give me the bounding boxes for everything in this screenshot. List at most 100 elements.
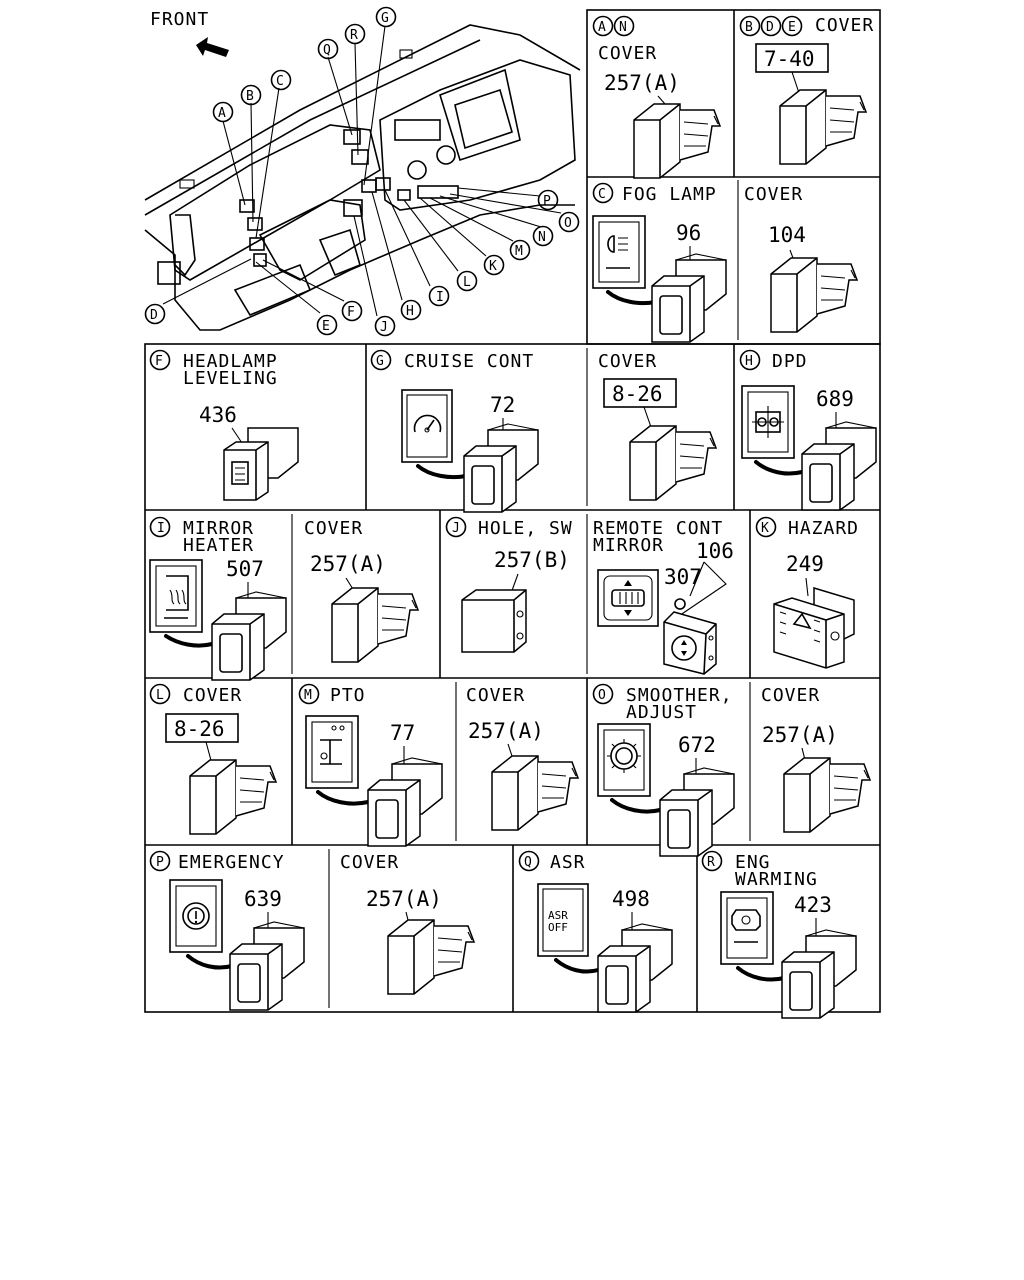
panel-q-asr: Q ASR ASR OFF 498 — [518, 850, 673, 1013]
svg-text:COVER: COVER — [304, 518, 363, 539]
panel-bde: B D E COVER 7-40 — [739, 15, 874, 165]
svg-text:HAZARD: HAZARD — [788, 518, 859, 539]
svg-text:HEADLAMP: HEADLAMP — [183, 351, 278, 372]
svg-text:LEVELING: LEVELING — [183, 368, 278, 389]
front-arrow-icon — [196, 37, 229, 57]
svg-text:257(A): 257(A) — [310, 552, 386, 576]
smoother-gear-icon — [607, 739, 641, 773]
panel-p-cover: COVER 257(A) — [340, 852, 475, 995]
svg-text:423: 423 — [794, 893, 832, 917]
svg-text:639: 639 — [244, 887, 282, 911]
svg-text:ADJUST: ADJUST — [626, 702, 697, 723]
svg-text:COVER: COVER — [598, 43, 657, 64]
panel-h-dpd: H DPD 689 — [739, 349, 877, 511]
fog-lamp-icon — [606, 235, 630, 269]
svg-text:OFF: OFF — [548, 921, 568, 934]
svg-text:Q: Q — [524, 855, 532, 870]
svg-text:436: 436 — [199, 403, 237, 427]
svg-text:H: H — [406, 304, 414, 319]
mirror-joystick-icon — [611, 580, 645, 616]
svg-text:R: R — [350, 28, 358, 43]
svg-text:REMOTE CONT: REMOTE CONT — [593, 518, 723, 539]
svg-text:M: M — [515, 244, 523, 259]
panel-remote-cont-mirror: REMOTE CONT MIRROR 106 307 — [593, 518, 734, 675]
callout-o: O — [558, 211, 580, 233]
svg-text:COVER: COVER — [183, 685, 242, 706]
panel-g-cruise-cont: G CRUISE CONT 72 — [370, 349, 539, 513]
svg-text:257(A): 257(A) — [468, 719, 544, 743]
panel-i-mirror-heater: I MIRROR HEATER 507 — [149, 516, 287, 681]
svg-text:HOLE, SW: HOLE, SW — [478, 518, 573, 539]
svg-text:8-26: 8-26 — [612, 382, 663, 406]
panel-l-cover: L COVER 8-26 — [149, 683, 277, 835]
svg-text:K: K — [761, 521, 769, 536]
front-label: FRONT — [150, 9, 209, 30]
svg-text:COVER: COVER — [815, 15, 874, 36]
mirror-heater-icon — [164, 575, 189, 619]
svg-text:E: E — [322, 319, 330, 334]
svg-text:EMERGENCY: EMERGENCY — [178, 852, 285, 873]
panel-o-smoother-adjust: O SMOOTHER, ADJUST 672 — [592, 683, 735, 857]
svg-text:257(A): 257(A) — [366, 887, 442, 911]
part-number: 257(A) — [604, 71, 680, 95]
callout-q: Q — [317, 38, 339, 60]
callout-g: G — [375, 6, 397, 28]
svg-text:HEATER: HEATER — [183, 535, 254, 556]
panel-c-fog-lamp: C FOG LAMP 96 — [592, 182, 727, 343]
svg-text:I: I — [157, 521, 165, 536]
svg-text:257(B): 257(B) — [494, 548, 570, 572]
svg-text:96: 96 — [676, 221, 701, 245]
svg-text:J: J — [380, 320, 388, 335]
engine-warming-icon — [731, 909, 761, 943]
svg-text:F: F — [347, 305, 355, 320]
svg-text:G: G — [381, 11, 389, 26]
svg-text:COVER: COVER — [466, 685, 525, 706]
svg-text:A: A — [598, 20, 606, 35]
svg-text:COVER: COVER — [598, 351, 657, 372]
svg-text:O: O — [564, 216, 572, 231]
svg-text:COVER: COVER — [761, 685, 820, 706]
svg-text:ASR: ASR — [550, 852, 586, 873]
callout-k: K — [483, 254, 505, 276]
svg-text:MIRROR: MIRROR — [183, 518, 254, 539]
panel-j-hole-sw: J HOLE, SW 257(B) — [445, 516, 573, 653]
callout-h: H — [400, 299, 422, 321]
svg-text:689: 689 — [816, 387, 854, 411]
svg-text:672: 672 — [678, 733, 716, 757]
svg-text:A: A — [218, 106, 226, 121]
svg-text:G: G — [376, 354, 384, 369]
svg-text:MIRROR: MIRROR — [593, 535, 664, 556]
panel-c-cover: COVER 104 — [744, 184, 858, 333]
dashboard-overview: FRONT — [144, 6, 581, 337]
panel-m-pto: M PTO 77 — [298, 683, 443, 847]
panel-f-headlamp-leveling: F HEADLAMP LEVELING 436 — [149, 349, 299, 501]
panel-p-emergency: P EMERGENCY 639 — [149, 850, 305, 1011]
svg-text:507: 507 — [226, 557, 264, 581]
pto-icon — [320, 725, 345, 765]
svg-text:E: E — [788, 20, 796, 35]
svg-text:H: H — [745, 354, 753, 369]
callout-n: N — [532, 225, 554, 247]
callout-r: R — [344, 23, 366, 45]
asr-icon-text: ASR — [548, 909, 568, 922]
svg-text:CRUISE CONT: CRUISE CONT — [404, 351, 534, 372]
svg-text:D: D — [150, 308, 158, 323]
ref-box: 7-40 — [764, 47, 815, 71]
svg-text:L: L — [156, 688, 164, 703]
svg-text:106: 106 — [696, 539, 734, 563]
svg-text:COVER: COVER — [744, 184, 803, 205]
svg-text:Q: Q — [323, 43, 331, 58]
callout-l: L — [456, 270, 478, 292]
svg-text:C: C — [276, 74, 284, 89]
emergency-icon — [182, 902, 210, 930]
svg-text:I: I — [436, 290, 444, 305]
dpd-icon — [752, 406, 784, 438]
svg-text:P: P — [543, 194, 551, 209]
svg-text:N: N — [538, 230, 546, 245]
svg-text:307: 307 — [664, 565, 702, 589]
svg-text:J: J — [452, 521, 460, 536]
svg-text:D: D — [766, 20, 774, 35]
panel-i-cover: COVER 257(A) — [304, 518, 419, 663]
svg-text:104: 104 — [768, 223, 806, 247]
